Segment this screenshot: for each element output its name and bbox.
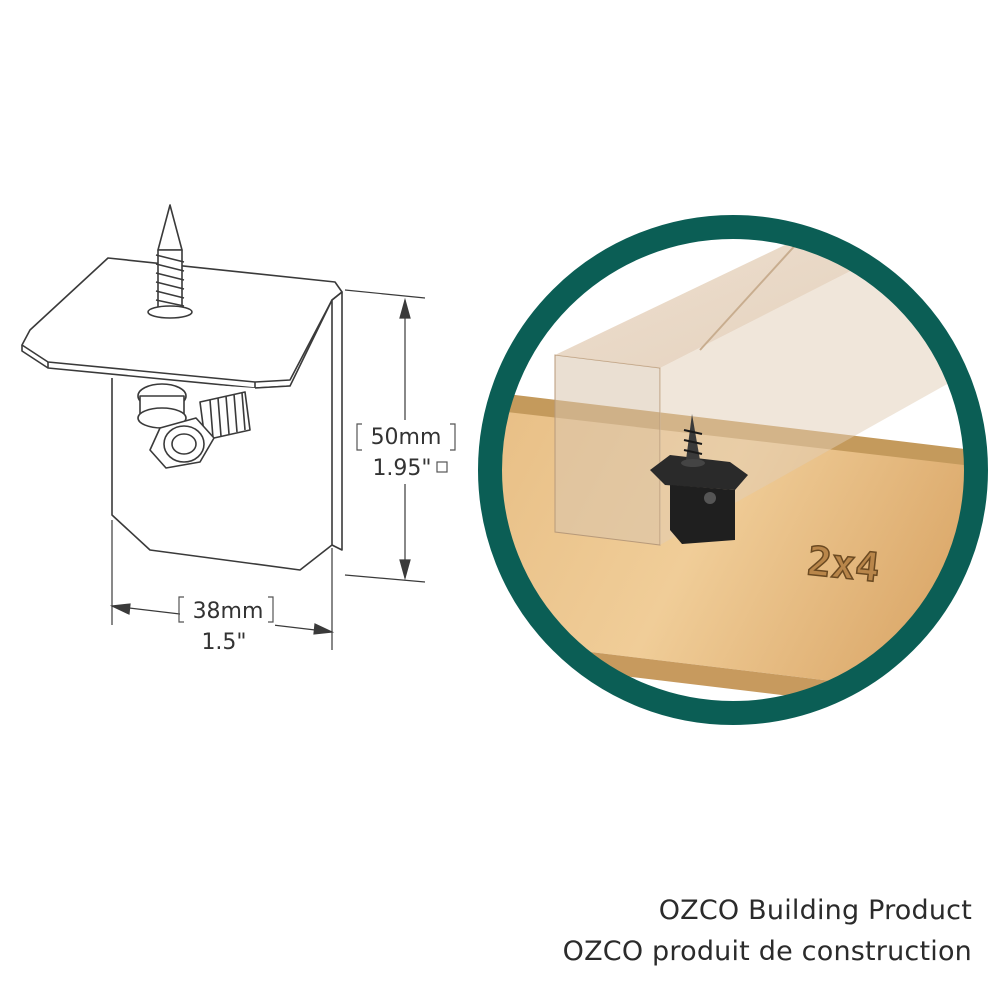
lumber-size-stamp: 2x4 [805,538,882,591]
height-label-bg [355,420,460,484]
height-metric-label: 50mm [371,425,442,450]
inset-ring [478,215,988,725]
height-imperial-label: 1.95" [372,456,431,481]
height-label-brackets [356,423,456,473]
wood-screw [147,204,193,319]
bracket-line-drawing [21,204,343,571]
bracket-top-plate [21,257,343,383]
width-metric-label: 38mm [193,599,264,624]
width-imperial-label: 1.5" [201,630,246,655]
installed-bracket [650,414,748,544]
installation-inset: 2x4 [478,215,988,725]
caption-french: OZCO produit de construction [562,936,972,967]
width-label-brackets [178,596,274,623]
width-label-bg [180,595,275,655]
wood-post [554,354,661,546]
caption-english: OZCO Building Product [658,895,972,926]
bracket-bolt [137,383,251,469]
